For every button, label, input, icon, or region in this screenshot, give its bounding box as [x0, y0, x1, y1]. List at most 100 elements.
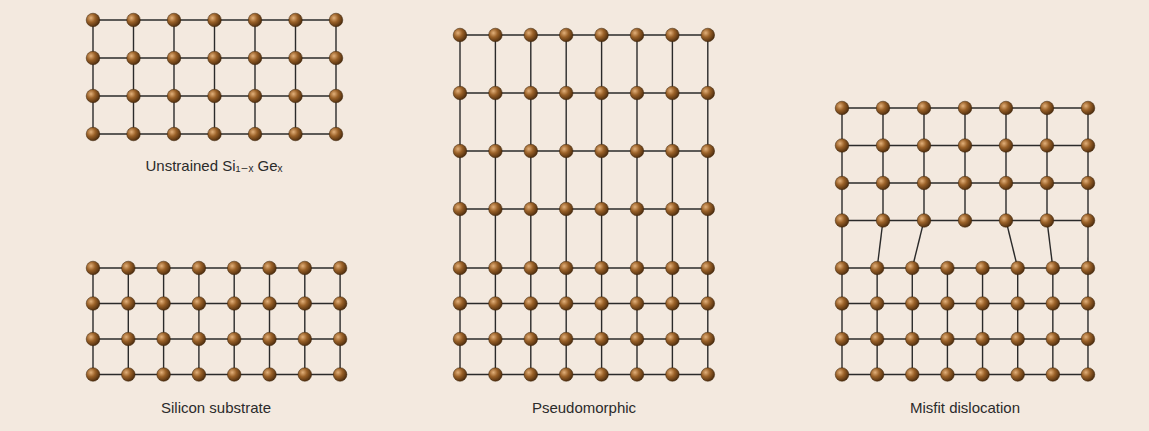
atom	[524, 202, 538, 216]
atomic-bond	[1047, 221, 1053, 269]
atom	[453, 202, 467, 216]
atomic-bond	[1087, 221, 1088, 269]
atom	[289, 51, 303, 65]
atom	[329, 51, 343, 65]
atom	[1046, 368, 1060, 382]
atomic-bond	[876, 268, 877, 375]
atom	[1040, 214, 1054, 228]
atom	[666, 144, 680, 158]
atom	[666, 297, 680, 311]
atom	[917, 101, 931, 115]
atomic-bond	[912, 221, 924, 269]
atomic-bond	[1006, 221, 1018, 269]
atom	[489, 368, 503, 382]
atom	[248, 127, 262, 141]
atom	[701, 261, 715, 275]
atom	[701, 202, 715, 216]
atom	[329, 89, 343, 103]
atom	[289, 13, 303, 27]
atomic-bond	[254, 20, 255, 134]
atom	[524, 297, 538, 311]
atom	[958, 214, 972, 228]
atom	[167, 13, 181, 27]
atom	[1011, 368, 1025, 382]
atom	[999, 101, 1013, 115]
atom	[835, 332, 849, 346]
atom	[876, 176, 890, 190]
atomic-bond	[882, 108, 883, 221]
atom	[905, 297, 919, 311]
atom	[453, 144, 467, 158]
atom	[333, 332, 347, 346]
atom	[1046, 297, 1060, 311]
lattice-bonds	[93, 20, 1088, 375]
atom	[1011, 332, 1025, 346]
atom	[524, 144, 538, 158]
atom	[263, 368, 277, 382]
atom	[167, 127, 181, 141]
atom	[248, 51, 262, 65]
atom	[489, 297, 503, 311]
atom	[941, 368, 955, 382]
atom	[524, 332, 538, 346]
atomic-bond	[92, 20, 93, 134]
atom	[453, 332, 467, 346]
atom	[559, 202, 573, 216]
atom	[666, 332, 680, 346]
atom	[835, 101, 849, 115]
atom	[298, 261, 312, 275]
atom	[870, 368, 884, 382]
atom	[876, 139, 890, 153]
atom	[630, 261, 644, 275]
atom	[999, 139, 1013, 153]
atom	[86, 368, 100, 382]
atom	[701, 297, 715, 311]
atom	[1081, 332, 1095, 346]
atom	[298, 368, 312, 382]
atom	[227, 368, 241, 382]
atom	[248, 13, 262, 27]
atom	[86, 332, 100, 346]
atom	[453, 297, 467, 311]
atom	[958, 101, 972, 115]
atom	[333, 297, 347, 311]
atom	[630, 368, 644, 382]
atom	[876, 101, 890, 115]
atomic-bond	[173, 20, 174, 134]
atomic-bond	[982, 268, 983, 375]
atom	[298, 297, 312, 311]
atom	[453, 28, 467, 42]
atom	[630, 297, 644, 311]
panel-caption: Unstrained Si₁₋ₓ Geₓ	[64, 157, 364, 175]
atom	[876, 214, 890, 228]
atom	[524, 28, 538, 42]
atomic-bond	[841, 268, 842, 375]
panel-caption: Silicon substrate	[66, 399, 366, 417]
atomic-bond	[841, 221, 842, 269]
atom	[630, 332, 644, 346]
atom	[917, 139, 931, 153]
atom	[122, 368, 136, 382]
atom	[559, 261, 573, 275]
atom	[289, 89, 303, 103]
atom	[86, 51, 100, 65]
atom	[122, 261, 136, 275]
atom	[630, 86, 644, 100]
atom	[192, 261, 206, 275]
atomic-bond	[92, 268, 93, 375]
atom	[333, 261, 347, 275]
atom	[298, 332, 312, 346]
atom	[1081, 297, 1095, 311]
atom	[1081, 139, 1095, 153]
atom	[870, 261, 884, 275]
atom	[453, 261, 467, 275]
atom	[227, 261, 241, 275]
atom	[666, 28, 680, 42]
atom	[666, 86, 680, 100]
atom	[333, 368, 347, 382]
atom	[157, 368, 171, 382]
atomic-bond	[214, 20, 215, 134]
atom	[835, 297, 849, 311]
atom	[248, 89, 262, 103]
atom	[701, 144, 715, 158]
